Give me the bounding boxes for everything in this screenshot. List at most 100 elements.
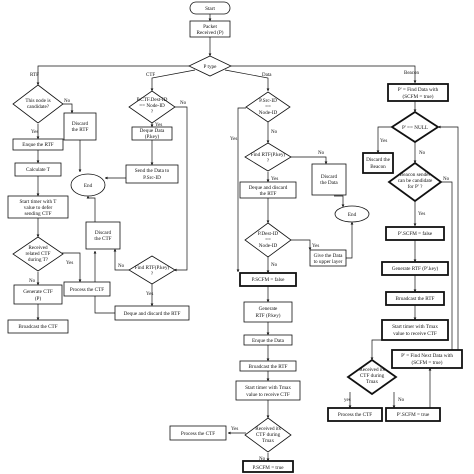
generate-ctf-node: Generate CTF (P) — [13, 284, 63, 305]
label-yes: Yes — [231, 427, 238, 432]
beacon-process-ctf-label: Process the CTF — [338, 412, 372, 418]
received-ctf-line-1: Received — [28, 245, 48, 251]
ctf-dest-line-3: ? — [151, 109, 154, 115]
data-received-ctf-diamond — [244, 417, 292, 453]
discard-rtf-box — [63, 112, 97, 141]
label-no: No — [318, 151, 325, 156]
ctf-dest-decision: P.CTF.Dest-ID == Node-ID ? — [128, 90, 176, 124]
discard-rtf-node: Discard the RTF — [63, 112, 97, 141]
data-broadcast-rtf-box — [239, 360, 297, 372]
label-no: No — [271, 130, 278, 135]
data-process-ctf-node: Process the CTF — [169, 425, 227, 441]
data-deque-discard-node: Deque and discard the RTF — [239, 181, 297, 199]
ctf-deque-discard-label: Deque and discard the RTF — [124, 311, 181, 317]
edges — [36, 14, 459, 462]
discard-data-box — [311, 163, 347, 196]
received-ctf-decision: Received related CTF during T? — [12, 236, 64, 272]
ctf-deque-discard-box — [114, 305, 190, 321]
edge-dequertf-discardctf — [93, 250, 115, 314]
broadcast-ctf-node: Broadcast the CTF — [7, 319, 69, 334]
generate-ctf-box — [13, 284, 63, 305]
data-generate-rtf-box — [243, 301, 293, 323]
data-start-timer-box — [235, 380, 301, 401]
beacon-find-next-box — [391, 349, 463, 369]
start-node: Start — [189, 1, 231, 15]
packet-received-line-1: Packet — [203, 24, 217, 30]
beacon-scfm-true-box — [385, 407, 441, 422]
data-broadcast-rtf-label: Broadcast the RTF — [249, 364, 288, 370]
beacon-find-data-node: P' = Find Data with (SCFM = true) — [387, 83, 449, 102]
edge-give-end — [345, 221, 354, 259]
broadcast-ctf-box — [7, 319, 69, 334]
label-yes: Yes — [66, 261, 73, 266]
edge-dest-yes — [290, 239, 312, 251]
rtf-candidate-line-1: This node is — [25, 98, 50, 104]
beacon-process-ctf-box — [327, 407, 383, 422]
edge-ptype-beacon — [229, 65, 417, 84]
data-find-rtf-diamond — [244, 142, 292, 172]
src-id-decision: P.Src-ID == Node-ID — [245, 91, 291, 123]
p-null-decision: P' == NULL — [390, 110, 440, 144]
data-start-timer-node: Start timer with Tmax value to receive C… — [235, 380, 301, 401]
calculate-t-label: Calculate T — [26, 167, 51, 173]
label-yes: yes — [344, 398, 351, 403]
beacon-find-next-line-1: P' = Find Next Data with — [401, 353, 453, 359]
beacon-find-data-box — [387, 83, 449, 102]
dest-id-line-2: == — [265, 237, 271, 243]
data-received-ctf-line-2: CTF during — [256, 432, 281, 438]
edge-null-yes — [376, 126, 393, 154]
give-data-line-1: Give the Data — [314, 253, 344, 259]
discard-beacon-box — [362, 152, 394, 174]
ctf-dest-line-2: == Node-ID — [139, 103, 165, 109]
discard-data-line-1: Discard — [321, 174, 338, 180]
enque-data-label: Enque the Data — [252, 338, 285, 344]
beacon-received-ctf-line-1: Received its — [359, 367, 385, 373]
label-ctf: CTF — [146, 73, 155, 78]
p-type-label: P type — [204, 64, 218, 70]
dest-id-line-3: Node-ID — [259, 243, 278, 249]
discard-ctf-line-2: the CTF — [94, 236, 111, 242]
ctf-deque-discard-node: Deque and discard the RTF — [114, 305, 190, 321]
start-label: Start — [205, 6, 215, 12]
discard-ctf-line-1: Discard — [95, 230, 112, 236]
src-id-line-1: P.Src-ID — [259, 98, 277, 104]
label-yes: Yes — [418, 212, 425, 217]
give-data-line-2: to upper layer — [314, 259, 343, 265]
beacon-start-timer-line-1: Start timer with Tmax — [392, 324, 438, 330]
enque-data-node: Enque the Data — [243, 334, 293, 346]
data-find-rtf-decision: Find RTF(P.key) ? — [244, 142, 292, 172]
beacon-broadcast-rtf-label: Broadcast the RTF — [396, 296, 435, 302]
start-terminator — [189, 1, 231, 15]
p-null-label: P' == NULL — [402, 125, 428, 131]
deque-data-line-1: Deque Data — [140, 128, 165, 134]
discard-data-line-2: the Data — [320, 180, 338, 186]
beacon-scfm-false-box — [385, 226, 445, 241]
start-timer-t-line-3: sending CTF — [25, 211, 52, 217]
packet-received-box — [189, 20, 231, 38]
beacon-scfm-true-node: P'.SCFM = true — [385, 407, 441, 422]
edge-labels: RTF CTF Data Beacon No Yes No Yes Yes No… — [29, 71, 450, 462]
ctf-end-node: End — [70, 173, 106, 197]
label-no: No — [443, 177, 450, 182]
data-find-rtf-line-1: Find RTF(P.key) — [251, 151, 286, 158]
src-id-line-2: == — [265, 104, 271, 110]
give-data-node: Give the Data to upper layer — [309, 249, 347, 267]
data-generate-rtf-line-1: Generate — [259, 306, 278, 312]
beacon-generate-rtf-node: Generate RTF (P'.key) — [381, 261, 449, 276]
label-yes: Yes — [155, 123, 162, 128]
edge-scfmt-next — [420, 367, 432, 414]
label-data: Data — [262, 73, 272, 78]
edge-recv-yes — [62, 252, 82, 283]
broadcast-ctf-label: Broadcast the CTF — [18, 324, 57, 330]
edge-ctf-no — [173, 106, 188, 272]
ctf-find-rtf-diamond — [128, 255, 176, 285]
data-end-label: End — [348, 212, 357, 218]
data-end-terminator — [334, 205, 370, 223]
edge-findrtf2-no — [290, 156, 328, 165]
received-ctf-line-2: related CTF — [26, 251, 51, 257]
enque-rtf-box — [12, 138, 64, 151]
label-no: No — [180, 101, 187, 106]
calculate-t-box — [14, 162, 62, 177]
received-ctf-line-3: during T? — [28, 257, 49, 263]
